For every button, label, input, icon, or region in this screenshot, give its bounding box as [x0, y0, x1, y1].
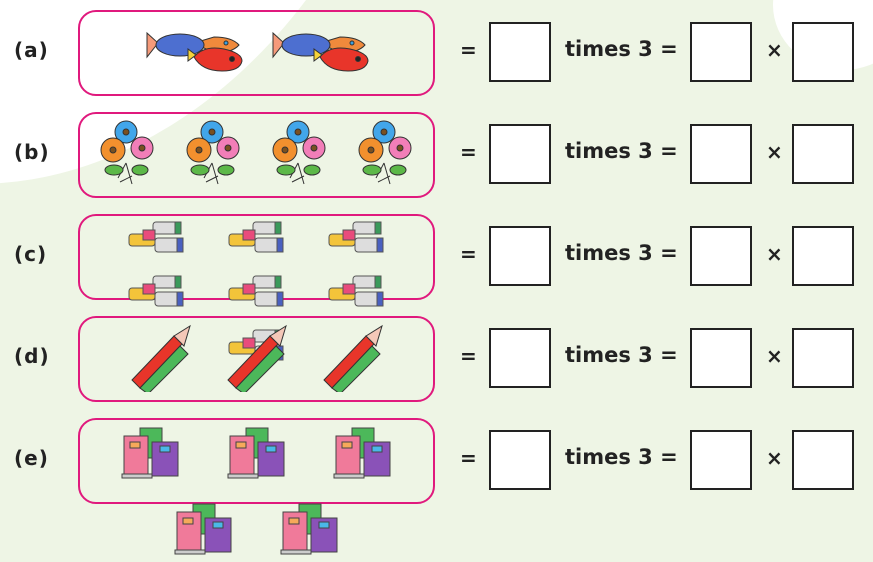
- answer-box-factor-1[interactable]: [690, 328, 752, 388]
- answer-box-factor-1[interactable]: [690, 226, 752, 286]
- equals-sign: =: [460, 140, 477, 164]
- pencil-group-icon: [126, 322, 196, 396]
- exercise-row: (c) = times 3 = ×: [0, 214, 873, 361]
- exercise-row: (e) = times 3 = ×: [0, 418, 873, 555]
- exercise-label: (a): [14, 38, 49, 62]
- flower-bunch-icon: [98, 118, 158, 192]
- times-text: times 3 =: [565, 445, 678, 469]
- exercise-label: (b): [14, 140, 50, 164]
- answer-box-factor-2[interactable]: [792, 124, 854, 184]
- answer-box-total[interactable]: [489, 328, 551, 388]
- fish-group-icon: [270, 23, 370, 83]
- exercise-row: (b) = times 3 = ×: [0, 112, 873, 202]
- multiply-sign: ×: [766, 140, 783, 164]
- eraser-group-icon: [227, 220, 287, 260]
- equals-sign: =: [460, 38, 477, 62]
- answer-box-factor-1[interactable]: [690, 124, 752, 184]
- picture-box: [78, 418, 435, 555]
- times-text: times 3 =: [565, 241, 678, 265]
- exercise-label: (c): [14, 242, 48, 266]
- book-group-icon: [171, 500, 237, 562]
- answer-box-factor-2[interactable]: [792, 226, 854, 286]
- picture-box: [78, 214, 435, 361]
- answer-box-factor-2[interactable]: [792, 328, 854, 388]
- answer-box-factor-1[interactable]: [690, 430, 752, 490]
- book-group-icon: [277, 500, 343, 562]
- multiply-sign: ×: [766, 242, 783, 266]
- answer-box-factor-2[interactable]: [792, 22, 854, 82]
- answer-box-total[interactable]: [489, 226, 551, 286]
- exercise-label: (e): [14, 446, 49, 470]
- pencil-group-icon: [222, 322, 292, 396]
- multiply-sign: ×: [766, 446, 783, 470]
- equals-sign: =: [460, 242, 477, 266]
- answer-box-total[interactable]: [489, 22, 551, 82]
- picture-box: [78, 316, 435, 402]
- equals-sign: =: [460, 446, 477, 470]
- eraser-group-icon: [127, 220, 187, 260]
- flower-bunch-icon: [356, 118, 416, 192]
- answer-box-total[interactable]: [489, 124, 551, 184]
- fish-group-icon: [144, 23, 244, 83]
- book-group-icon: [118, 424, 184, 486]
- eraser-group-icon: [127, 274, 187, 314]
- flower-bunch-icon: [270, 118, 330, 192]
- picture-box: [78, 10, 435, 96]
- eraser-group-icon: [227, 274, 287, 314]
- equals-sign: =: [460, 344, 477, 368]
- pencil-group-icon: [318, 322, 388, 396]
- times-text: times 3 =: [565, 37, 678, 61]
- answer-box-factor-1[interactable]: [690, 22, 752, 82]
- book-group-icon: [224, 424, 290, 486]
- picture-box: [78, 112, 435, 198]
- exercise-label: (d): [14, 344, 50, 368]
- book-group-icon: [330, 424, 396, 486]
- exercise-row: (a) = times 3 = ×: [0, 10, 873, 100]
- multiply-sign: ×: [766, 38, 783, 62]
- multiply-sign: ×: [766, 344, 783, 368]
- times-text: times 3 =: [565, 139, 678, 163]
- eraser-group-icon: [327, 274, 387, 314]
- answer-box-factor-2[interactable]: [792, 430, 854, 490]
- times-text: times 3 =: [565, 343, 678, 367]
- flower-bunch-icon: [184, 118, 244, 192]
- answer-box-total[interactable]: [489, 430, 551, 490]
- eraser-group-icon: [327, 220, 387, 260]
- exercise-row: (d) = times 3 = ×: [0, 316, 873, 406]
